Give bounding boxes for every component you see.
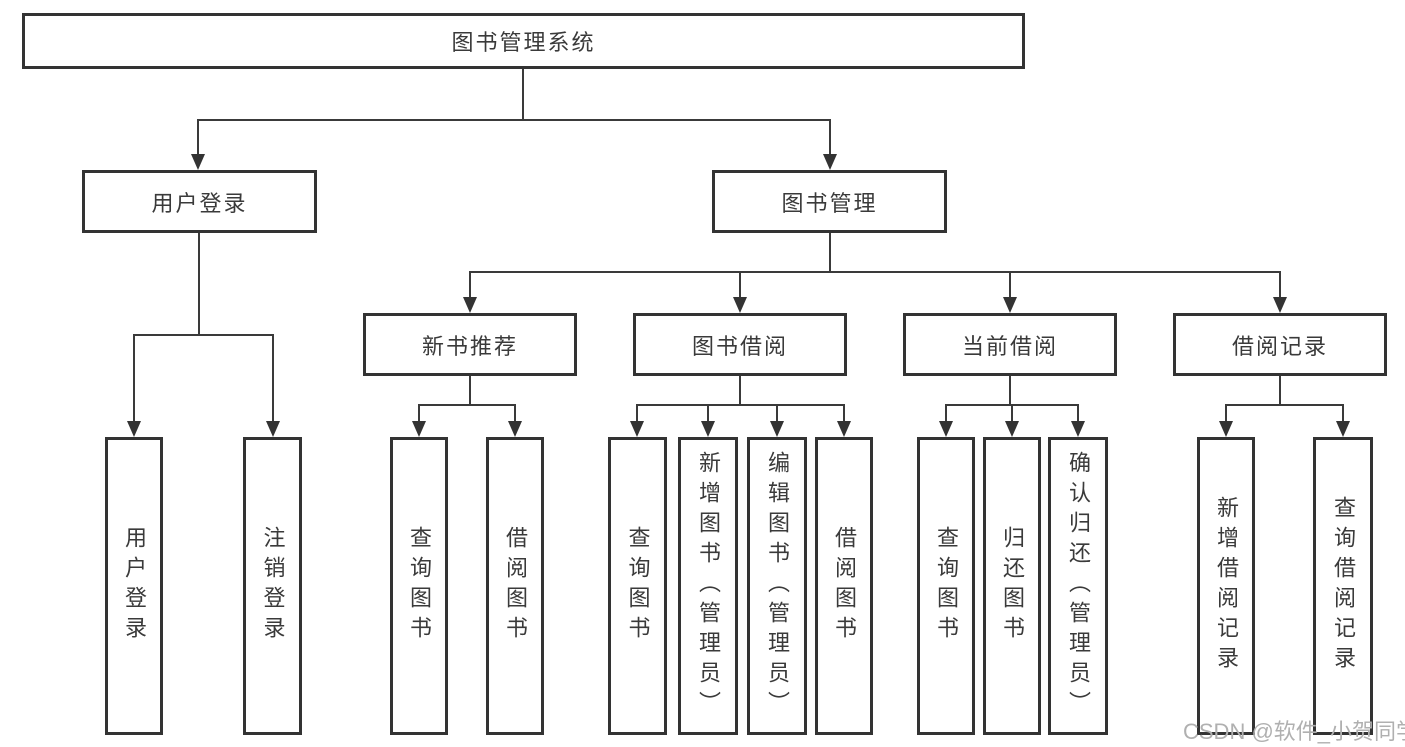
leaf-br-query-record-label: 查询借阅记录 bbox=[1331, 496, 1356, 676]
node-root-label: 图书管理系统 bbox=[451, 30, 596, 55]
node-borrow-records: 借阅记录 bbox=[1173, 313, 1387, 376]
leaf-bb-query-book-label: 查询图书 bbox=[625, 526, 651, 646]
leaf-logout: 注销登录 bbox=[243, 437, 302, 735]
node-current-borrow: 当前借阅 bbox=[903, 313, 1117, 376]
leaf-bb-borrow-book: 借阅图书 bbox=[815, 437, 873, 735]
leaf-nbr-query-book-label: 查询图书 bbox=[407, 526, 432, 646]
node-new-book-recommend: 新书推荐 bbox=[363, 313, 577, 376]
node-book-borrow: 图书借阅 bbox=[633, 313, 847, 376]
csdn-watermark: CSDN @软件_小贺同学 bbox=[1183, 719, 1405, 744]
leaf-cb-confirm-return-admin: 确认归还（管理员） bbox=[1048, 437, 1108, 735]
leaf-cb-query-book: 查询图书 bbox=[917, 437, 975, 735]
leaf-bb-add-book-admin: 新增图书（管理员） bbox=[678, 437, 738, 735]
leaf-bb-add-book-admin-label: 新增图书（管理员） bbox=[696, 451, 721, 721]
leaf-br-query-record: 查询借阅记录 bbox=[1313, 437, 1373, 735]
leaf-nbr-borrow-book-label: 借阅图书 bbox=[503, 526, 528, 646]
leaf-user-login: 用户登录 bbox=[105, 437, 163, 735]
leaf-bb-borrow-book-label: 借阅图书 bbox=[832, 526, 857, 646]
leaf-br-add-record: 新增借阅记录 bbox=[1197, 437, 1255, 735]
node-book-management-label: 图书管理 bbox=[781, 190, 878, 216]
node-root: 图书管理系统 bbox=[22, 13, 1025, 69]
node-user-login-label: 用户登录 bbox=[151, 190, 248, 216]
arrowhead-icons bbox=[127, 154, 1350, 437]
leaf-br-add-record-label: 新增借阅记录 bbox=[1214, 496, 1239, 676]
leaf-nbr-borrow-book: 借阅图书 bbox=[486, 437, 544, 735]
leaf-bb-query-book: 查询图书 bbox=[608, 437, 667, 735]
leaf-nbr-query-book: 查询图书 bbox=[390, 437, 448, 735]
leaf-cb-return-book: 归还图书 bbox=[983, 437, 1041, 735]
node-user-login: 用户登录 bbox=[82, 170, 317, 233]
leaf-cb-return-book-label: 归还图书 bbox=[1000, 526, 1025, 646]
leaf-cb-confirm-return-admin-label: 确认归还（管理员） bbox=[1066, 451, 1091, 721]
node-book-management: 图书管理 bbox=[712, 170, 947, 233]
leaf-bb-edit-book-admin: 编辑图书（管理员） bbox=[747, 437, 807, 735]
node-borrow-records-label: 借阅记录 bbox=[1231, 333, 1328, 359]
leaf-user-login-label: 用户登录 bbox=[122, 526, 147, 646]
leaf-bb-edit-book-admin-label: 编辑图书（管理员） bbox=[765, 451, 790, 721]
node-current-borrow-label: 当前借阅 bbox=[961, 333, 1058, 359]
leaf-logout-label: 注销登录 bbox=[260, 526, 286, 646]
leaf-cb-query-book-label: 查询图书 bbox=[934, 526, 959, 646]
node-new-book-recommend-label: 新书推荐 bbox=[421, 333, 518, 359]
node-book-borrow-label: 图书借阅 bbox=[691, 333, 788, 359]
